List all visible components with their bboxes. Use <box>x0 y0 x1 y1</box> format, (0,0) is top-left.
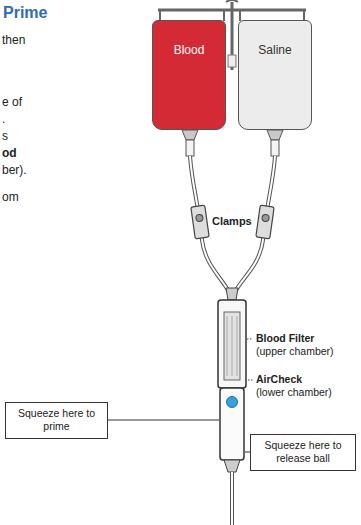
callout-text: Squeeze here to release ball <box>255 439 351 465</box>
saline-spike <box>271 140 279 156</box>
cut-text-fragment: s <box>2 129 8 143</box>
hanger-bar <box>158 9 306 12</box>
callout-text: Squeeze here to prime <box>10 407 103 433</box>
part-note: (upper chamber) <box>256 345 334 358</box>
bag-label: Saline <box>239 43 311 57</box>
pole-clip <box>228 55 236 67</box>
page-title: Prime <box>3 3 47 22</box>
cut-text-fragment: od <box>2 146 17 160</box>
filter-mesh <box>224 312 240 380</box>
outlet-port <box>224 460 240 472</box>
bag-label: Blood <box>153 43 225 57</box>
blood-spike <box>186 140 194 156</box>
pole-hook <box>226 0 238 2</box>
clamps-label: Clamps <box>210 215 254 228</box>
mesh-line <box>237 316 238 376</box>
saline-bag: Saline <box>238 20 312 130</box>
aircheck-chamber <box>220 388 244 460</box>
cut-text-fragment: e of <box>2 95 22 109</box>
outlet-tube-core <box>231 472 233 525</box>
leader-line <box>245 380 253 381</box>
saline-bag-port <box>267 130 283 140</box>
roller-clamp-right <box>256 205 274 239</box>
part-name: Blood Filter <box>256 332 314 345</box>
callout-box: Squeeze here to release ball <box>250 434 356 471</box>
mesh-line <box>227 316 228 376</box>
aircheck-ball <box>227 397 238 408</box>
cut-text-fragment: om <box>2 190 19 204</box>
cut-text-fragment: ber). <box>2 163 27 177</box>
leader-line <box>247 339 253 340</box>
leader-line <box>108 420 219 421</box>
roller-clamp-left <box>191 205 209 239</box>
y-connector <box>226 288 238 300</box>
mesh-line <box>232 316 233 376</box>
blood-filter-chamber <box>218 300 246 388</box>
part-name: AirCheck <box>256 373 302 386</box>
cut-text-fragment: then <box>2 33 25 47</box>
callout-box: Squeeze here to prime <box>5 402 108 439</box>
blood-bag: Blood <box>152 20 226 130</box>
part-note: (lower chamber) <box>256 386 332 399</box>
outlet-tube <box>230 472 234 525</box>
cut-text-fragment: . <box>2 112 5 126</box>
blood-bag-port <box>182 130 198 140</box>
